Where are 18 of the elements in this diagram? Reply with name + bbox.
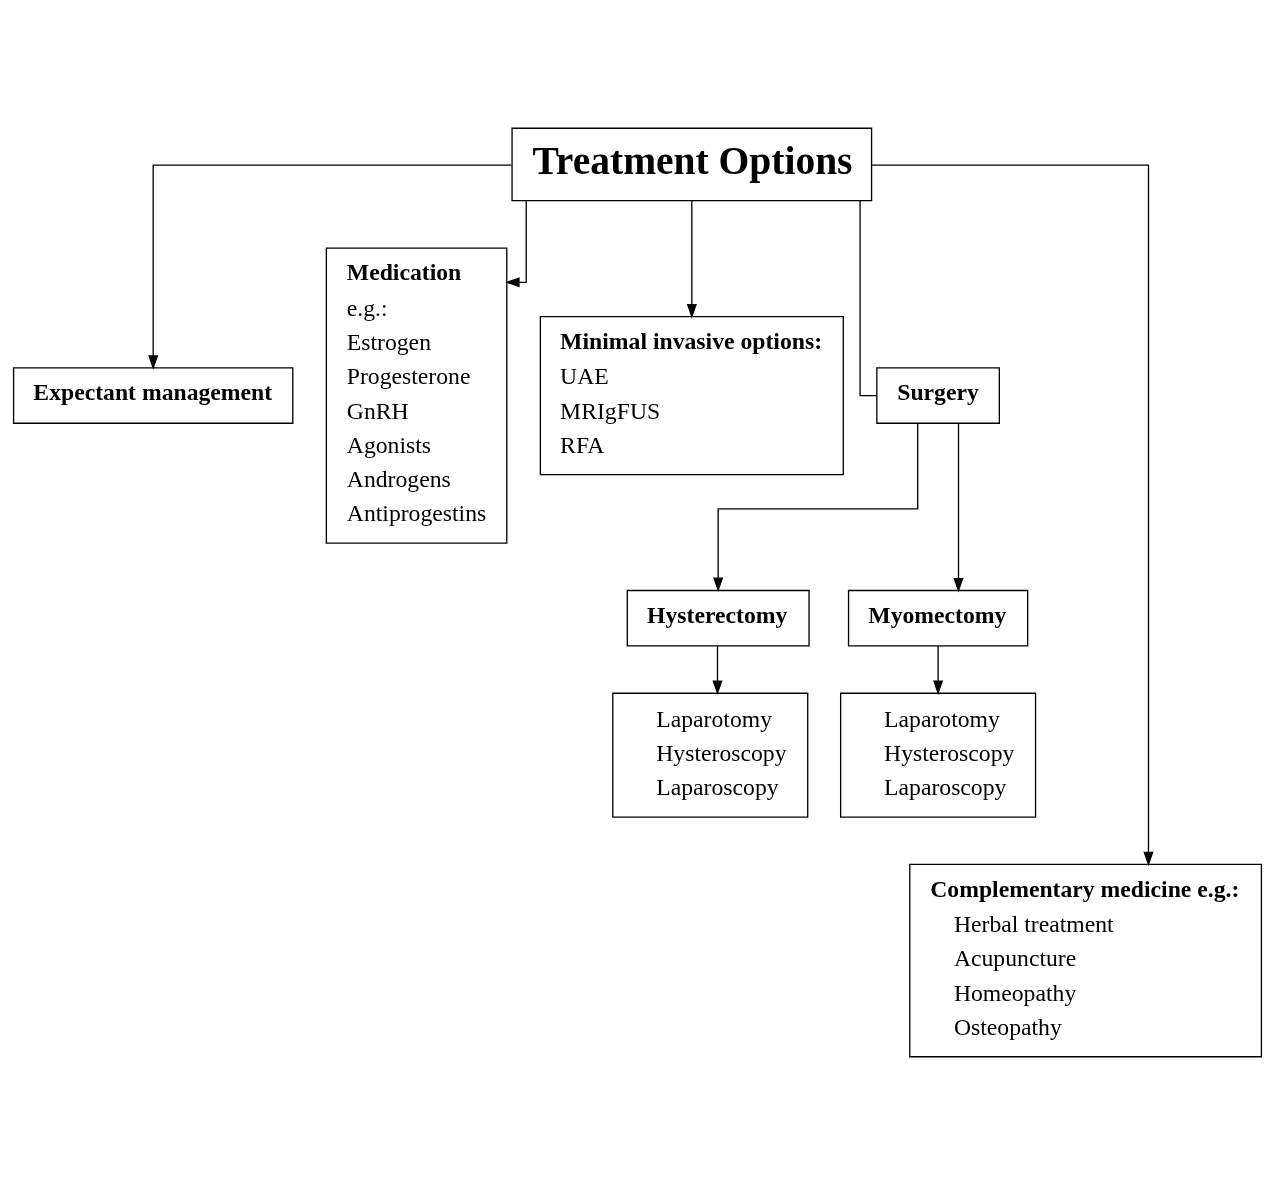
arrow	[148, 164, 513, 370]
node-box: Hysterectomy	[626, 589, 810, 647]
arrow	[933, 645, 944, 695]
node-box: Surgery	[876, 367, 1000, 424]
arrow	[712, 645, 723, 695]
arrow	[505, 200, 527, 288]
node-box: Complementary medicine e.g.: Herbal treatment Acupuncture Homeopathy Osteopathy	[909, 863, 1263, 1058]
arrow	[686, 200, 697, 319]
arrow	[953, 422, 964, 593]
arrow	[871, 164, 1154, 867]
arrow	[713, 422, 919, 593]
node-box: Laparotomy Hysteroscopy Laparoscopy	[840, 692, 1037, 818]
node-box: Medication e.g.: Estrogen Progesterone GnRH Agonists Androgens Antiprogestins	[325, 247, 508, 544]
node-box: Minimal invasive options: UAE MRIgFUS RFA	[539, 315, 844, 476]
node-box: Myomectomy	[847, 589, 1029, 647]
node-box: Expectant management	[12, 367, 294, 424]
node-box: Laparotomy Hysteroscopy Laparoscopy	[612, 692, 809, 818]
node-box: Treatment Options	[511, 127, 873, 202]
